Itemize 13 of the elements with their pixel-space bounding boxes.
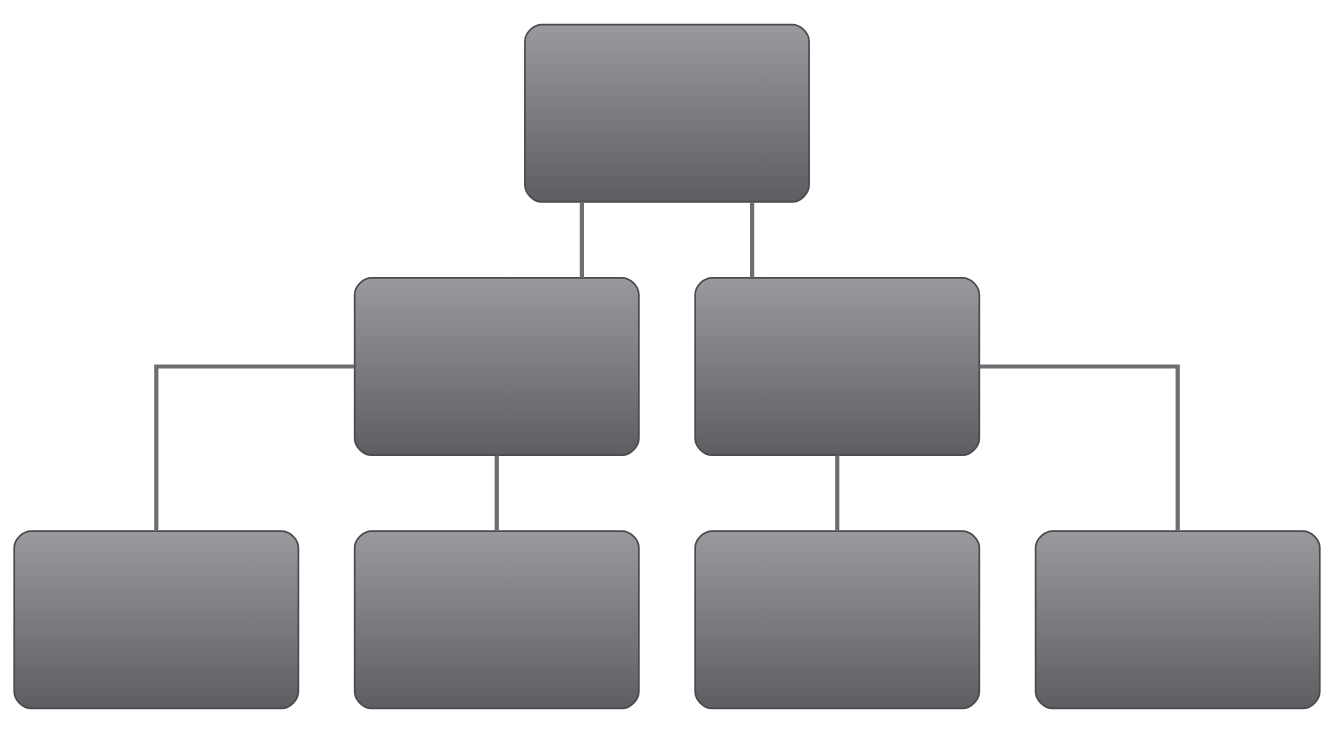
connector: [494, 455, 499, 531]
connector: [835, 455, 840, 531]
node-box: [1034, 530, 1321, 710]
connector: [979, 364, 1180, 531]
node-box: [694, 530, 981, 710]
connector: [750, 202, 755, 278]
node-box: [13, 530, 300, 710]
connector: [154, 364, 355, 531]
node-box: [353, 530, 640, 710]
connector: [579, 202, 584, 278]
node-box: [694, 277, 981, 456]
node-box: [524, 23, 810, 203]
node-box: [353, 277, 640, 456]
